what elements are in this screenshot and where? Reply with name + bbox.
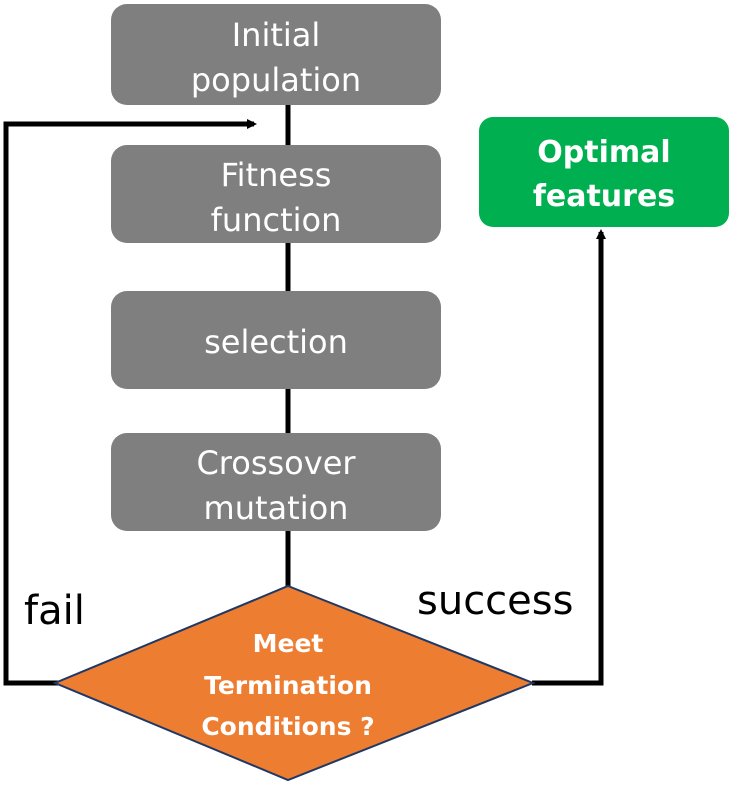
output-label-line1: Optimal [537, 135, 670, 170]
output-box [479, 117, 729, 227]
step-selection: selection [111, 291, 441, 389]
decision-label-line3: Conditions ? [201, 712, 374, 741]
step-box [111, 145, 441, 243]
decision-label-line1: Meet [253, 629, 324, 658]
step-label-line2: function [211, 201, 342, 239]
decision-termination: Meet Termination Conditions ? [52, 584, 536, 782]
success-connector [532, 229, 606, 686]
output-label-line2: features [533, 179, 675, 214]
step-initial-population: Initial population [111, 4, 441, 105]
step-label-line1: Crossover [196, 444, 356, 482]
step-crossover-mutation: Crossover mutation [111, 433, 441, 531]
step-fitness-function: Fitness function [111, 145, 441, 243]
fail-label: fail [24, 588, 85, 634]
step-box [111, 4, 441, 105]
decision-label-line2: Termination [204, 671, 372, 700]
step-box [111, 433, 441, 531]
step-label-line1: Initial [232, 16, 321, 54]
step-label-line1: selection [204, 323, 348, 361]
decision-diamond [52, 584, 536, 782]
output-optimal-features: Optimal features [479, 117, 729, 227]
step-box [111, 291, 441, 389]
step-label-line1: Fitness [221, 156, 332, 194]
step-label-line2: population [191, 61, 361, 99]
step-label-line2: mutation [204, 489, 349, 527]
fail-loop-connector [3, 119, 257, 686]
success-label: success [417, 578, 573, 624]
